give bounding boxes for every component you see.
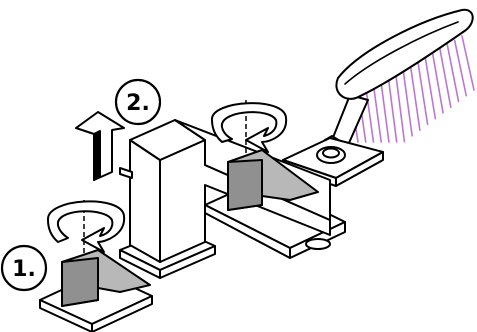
spray-line	[453, 39, 468, 97]
rotate-arrow-icon	[210, 102, 288, 153]
spray-line	[395, 74, 406, 143]
step-1-label: 1.	[12, 257, 36, 282]
step-2-label: 2.	[126, 91, 150, 116]
right-handle	[227, 100, 319, 211]
spray-line	[387, 79, 398, 143]
spray-line	[431, 52, 444, 114]
spray-line	[402, 70, 413, 137]
spray-line	[380, 83, 390, 143]
spray-line	[424, 57, 437, 120]
left-handle	[61, 200, 151, 307]
spray-line	[446, 43, 460, 103]
step-2-badge: 2.	[114, 78, 162, 126]
hand-shower	[322, 8, 474, 155]
up-arrow-icon	[75, 111, 125, 181]
spray-line	[373, 88, 383, 143]
step-1-badge: 1.	[0, 244, 48, 292]
spray-line	[409, 66, 421, 131]
rotate-arrow-icon	[46, 200, 126, 253]
spray-line	[417, 61, 429, 126]
spray-line	[439, 48, 452, 108]
shower-spray	[351, 35, 475, 143]
spray-line	[461, 35, 475, 91]
